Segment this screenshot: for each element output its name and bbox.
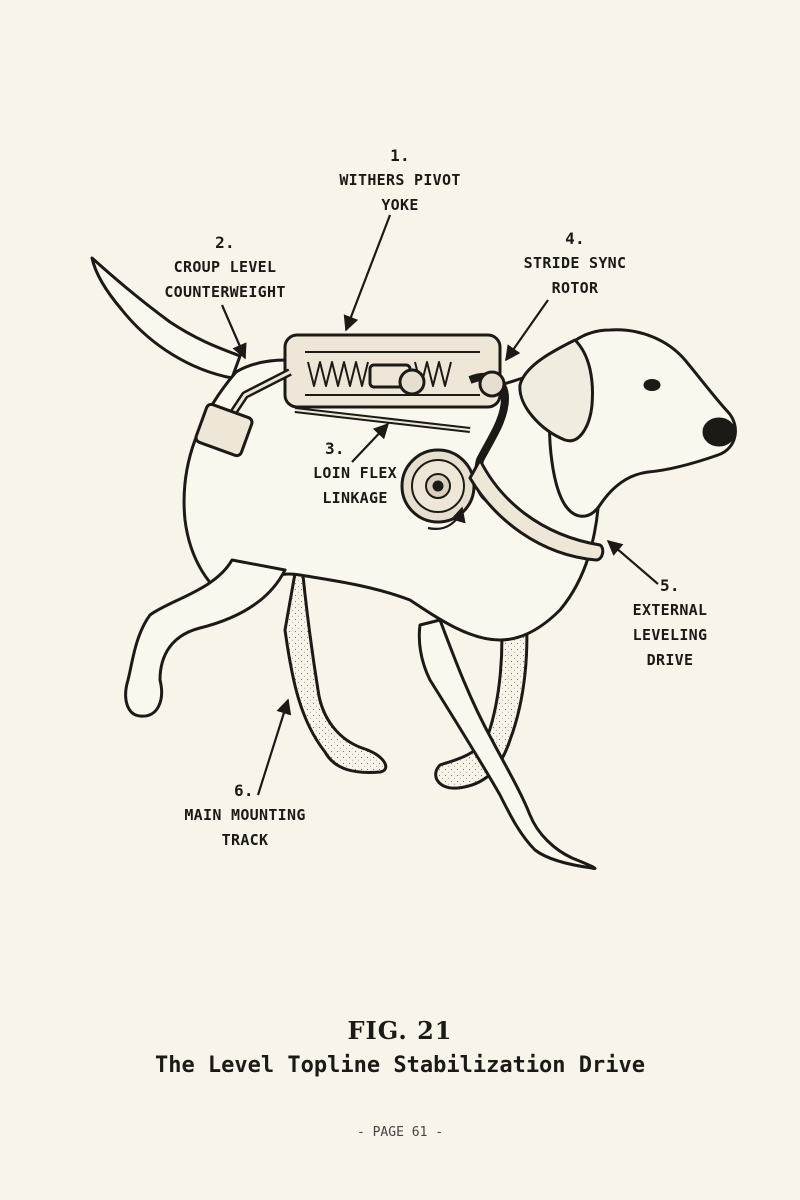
figure-title: The Level Topline Stabilization Drive — [154, 1053, 646, 1078]
stabilizer-mechanism — [194, 333, 605, 562]
callout-2-line-1: CROUP LEVEL — [173, 258, 277, 276]
drive-gear — [400, 448, 476, 524]
callout-1-line-1: WITHERS PIVOT — [339, 171, 461, 189]
callout-6-line-2: TRACK — [221, 831, 269, 849]
callout-6: 6. MAIN MOUNTING TRACK — [160, 778, 330, 853]
dog-nose — [702, 417, 736, 447]
callout-3: 3. LOIN FLEX LINKAGE — [295, 436, 415, 511]
dog-eye — [643, 379, 661, 391]
arrow-2 — [220, 304, 247, 360]
dog-far-hind-leg — [283, 543, 388, 774]
dog-ear — [518, 338, 594, 443]
page-number: - PAGE 61 - — [356, 1125, 444, 1140]
arrow-3 — [351, 422, 390, 463]
callout-6-line-1: MAIN MOUNTING — [184, 806, 306, 824]
callout-3-line-2: LINKAGE — [322, 489, 388, 507]
dog-far-front-leg — [434, 598, 529, 790]
callout-1: 1. WITHERS PIVOT YOKE — [310, 143, 490, 218]
leader-arrows — [220, 214, 659, 796]
callout-2-number: 2. — [215, 233, 235, 252]
callout-4-number: 4. — [565, 229, 585, 248]
callout-4: 4. STRIDE SYNC ROTOR — [495, 226, 655, 301]
dog-near-hind-leg — [124, 558, 287, 718]
dog-head — [548, 328, 737, 518]
external-leveling-drive — [468, 458, 605, 562]
callout-2: 2. CROUP LEVEL COUNTERWEIGHT — [140, 230, 310, 305]
arrow-3-gear-rotation — [427, 506, 466, 530]
callout-3-line-1: LOIN FLEX — [313, 464, 397, 482]
callout-5-line-2: LEVELING — [632, 626, 708, 644]
dog-near-front-leg — [417, 618, 597, 870]
callout-1-number: 1. — [390, 146, 410, 165]
callout-5-line-3: DRIVE — [646, 651, 694, 669]
callout-3-number: 3. — [325, 439, 345, 458]
arrow-4 — [505, 299, 549, 362]
callout-2-line-2: COUNTERWEIGHT — [164, 283, 286, 301]
callout-5-number: 5. — [660, 576, 680, 595]
figure-number: FIG. 21 — [347, 1016, 453, 1045]
dog-tail — [90, 256, 242, 380]
callout-4-line-2: ROTOR — [551, 279, 599, 297]
arrow-6 — [256, 698, 292, 796]
callout-1-line-2: YOKE — [381, 196, 419, 214]
arrow-1 — [343, 214, 392, 332]
callout-6-number: 6. — [234, 781, 254, 800]
callout-5: 5. EXTERNAL LEVELING DRIVE — [610, 573, 730, 673]
arrow-5 — [606, 539, 659, 585]
callout-4-line-1: STRIDE SYNC — [523, 254, 627, 272]
callout-5-line-1: EXTERNAL — [632, 601, 708, 619]
